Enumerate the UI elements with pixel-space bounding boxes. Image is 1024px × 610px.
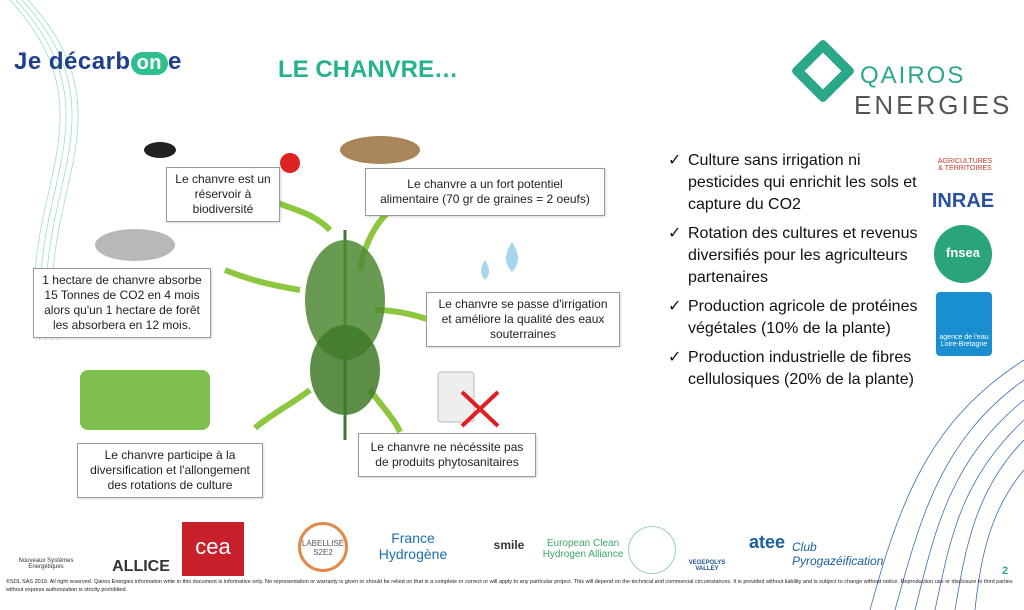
wheat-illustration [80, 370, 210, 430]
nse-logo: Nouveaux Systèmes Energétiques [18, 558, 74, 570]
round-partner-logo [628, 526, 676, 574]
food-box: Le chanvre a un fort potentiel alimentai… [365, 168, 605, 216]
water-box: Le chanvre se passe d'irrigation et amél… [426, 292, 620, 347]
fnsea-logo: fnsea [934, 225, 992, 283]
bullet-item: ✓Production industrielle de fibres cellu… [668, 349, 914, 388]
smile-logo: smile [493, 538, 525, 552]
chemical-can-illustration [437, 371, 475, 423]
cloud-illustration [95, 229, 175, 261]
european-clean-hydrogen-alliance-logo: European Clean Hydrogen Alliance [542, 538, 624, 560]
s2e2-label-logo: LABELLISÉ S2E2 [298, 522, 348, 572]
checkmark-icon: ✓ [668, 152, 682, 169]
agricultures-territoires-logo: AGRICULTURES & TERRITOIRES [937, 158, 993, 172]
ladybug-illustration [280, 153, 300, 173]
page-title: LE CHANVRE… [278, 56, 459, 83]
bullet-item: ✓Production agricole de protéines végéta… [668, 298, 918, 337]
rotation-box: Le chanvre participe à la diversificatio… [77, 443, 263, 498]
co2-box: 1 hectare de chanvre absorbe 15 Tonnes d… [33, 268, 211, 338]
checkmark-icon: ✓ [668, 349, 682, 366]
disclaimer-text: ©SDL SAS 2019. All right reserved. Qairo… [6, 579, 1013, 593]
checkmark-icon: ✓ [668, 298, 682, 315]
beetle-illustration [144, 142, 176, 158]
water-drops-icon [481, 242, 518, 280]
page-number: 2 [1002, 565, 1009, 577]
biodiversity-box: Le chanvre est un réservoir à biodiversi… [166, 167, 280, 222]
bullet-item: ✓Rotation des cultures et revenus divers… [668, 225, 918, 286]
club-pyrogazeification-logo: Club Pyrogazéification [792, 540, 884, 568]
checkmark-icon: ✓ [668, 225, 682, 242]
phyto-box: Le chanvre ne nécéssite pas de produits … [358, 433, 536, 477]
cross-icon [460, 390, 500, 428]
atee-logo: atee [748, 532, 786, 552]
benefits-list: ✓Culture sans irrigation ni pesticides q… [668, 150, 918, 398]
cea-logo: cea [182, 522, 244, 576]
inrae-logo: INRAE [931, 190, 995, 212]
hemp-plant-illustration [305, 230, 385, 440]
bullet-item: ✓Culture sans irrigation ni pesticides q… [668, 152, 917, 213]
france-hydrogene-logo: France Hydrogène [378, 530, 448, 562]
agence-eau-logo: agence de l'eau Loire-Bretagne [936, 292, 992, 356]
allice-logo: ALLICE [112, 558, 170, 575]
vegepolys-valley-logo: VEGEPOLYS VALLEY [688, 560, 726, 572]
seeds-illustration [340, 136, 420, 164]
